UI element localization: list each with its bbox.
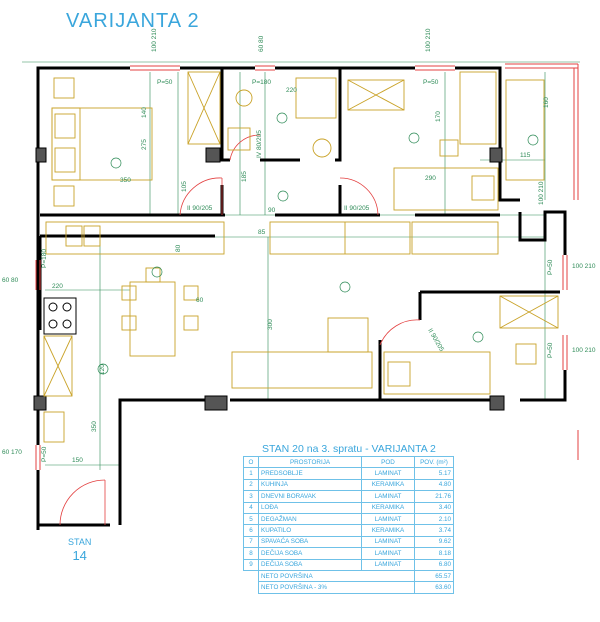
svg-text:350: 350 [120,177,131,184]
parapet-label: P=180 [41,249,48,268]
header-floor: POD [361,455,415,469]
door-label: II 90/205 [187,205,213,212]
apartment-number: 14 [72,548,87,563]
window-label: 100 210 [538,181,545,205]
svg-text:300: 300 [267,319,274,330]
window-labels: 100 210 60 80 100 210 100 210 60 80 60 1… [2,28,596,456]
net-area-minus-value: 63.60 [414,581,454,594]
dimension-numbers: 140 275 350 220 170 105 185 290 160 115 … [52,87,550,464]
parapet-label: P=180 [252,79,271,86]
parapet-label: P=50 [423,79,439,86]
net-area-value: 65.57 [414,569,454,583]
svg-text:275: 275 [141,139,148,150]
page-title: VARIJANTA 2 [66,10,200,32]
svg-text:220: 220 [52,283,63,290]
doors [59,134,421,526]
columns [33,147,505,411]
furniture [43,71,559,443]
svg-text:90: 90 [268,207,276,214]
svg-text:140: 140 [141,107,148,118]
door-label: II 90/205 [344,205,370,212]
table-header-row: O PROSTORIJA POD POV. (m²) [243,455,454,469]
window-label: 100 210 [151,28,158,52]
net-area-row: NETO POVRŠINA 65.57 [244,569,454,583]
net-area-minus-row: NETO POVRŠINA - 3% 63.60 [244,581,454,594]
balcony-loggia [505,63,579,460]
apartment-label: STAN 14 [68,536,91,562]
svg-text:120: 120 [99,364,106,375]
svg-text:85: 85 [258,229,266,236]
svg-text:115: 115 [520,152,531,159]
parapet-label: P=50 [41,446,48,462]
window-label: 100 210 [425,28,432,52]
svg-text:350: 350 [91,421,98,432]
windows [35,65,568,470]
svg-text:170: 170 [435,111,442,122]
window-label: 100 210 [572,263,596,270]
parapet-label: P=50 [547,342,554,358]
window-label: 60 80 [2,277,19,284]
svg-text:160: 160 [543,97,550,108]
parapet-labels: P=50 P=180 P=50 P=180 P=50 P=50 P=50 [41,79,554,462]
svg-text:105: 105 [181,181,188,192]
parapet-label: P=50 [547,259,554,275]
stove [43,297,77,335]
table-title: STAN 20 na 3. spratu - VARIJANTA 2 [262,443,436,455]
apartment-label-text: STAN [68,537,92,547]
window-label: 60 80 [258,35,265,52]
door-labels: II 90/205 IV 80/205 II 90/205 II 90/205 [187,130,445,353]
parapet-label: P=50 [157,79,173,86]
header-no: O [243,455,259,469]
svg-text:60: 60 [196,297,204,304]
door-label: II 90/205 [426,328,445,354]
window-label: 100 210 [572,347,596,354]
svg-text:220: 220 [286,87,297,94]
svg-text:80: 80 [175,244,182,252]
svg-text:150: 150 [72,457,83,464]
room-markers [97,112,539,375]
door-label: IV 80/205 [256,130,263,158]
header-room: PROSTORIJA [258,455,362,469]
header-area: POV. (m²) [414,455,454,469]
svg-text:290: 290 [425,175,436,182]
svg-text:185: 185 [241,171,248,182]
net-area-label: NETO POVRŠINA [258,569,415,583]
window-label: 60 170 [2,449,22,456]
net-area-minus-label: NETO POVRŠINA - 3% [258,581,415,594]
